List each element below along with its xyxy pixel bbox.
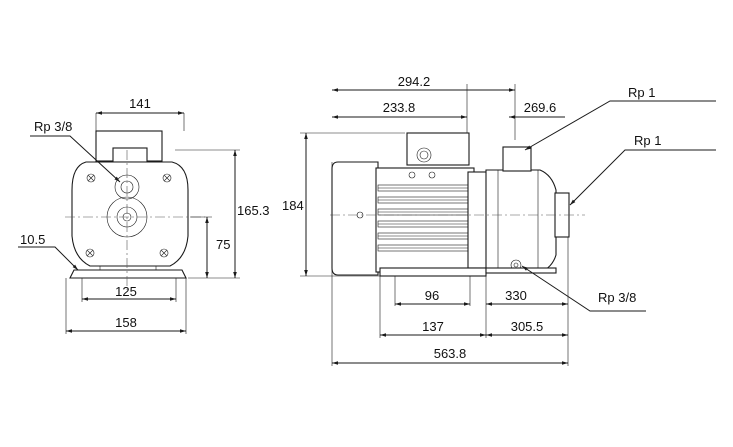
dim-front-foot-outer: 158	[115, 315, 137, 330]
side-terminal-box	[406, 132, 470, 166]
side-motor	[375, 167, 475, 273]
label-side-drain-port: Rp 3/8	[598, 290, 636, 305]
dim-side-overall-top: 294.2	[398, 74, 431, 89]
dim-side-motor-to-outlet: 233.8	[383, 100, 416, 115]
dim-side-overall-length: 563.8	[434, 346, 467, 361]
dim-side-foot-span: 137	[422, 319, 444, 334]
front-view: 141 165.3 75 125 158 10.5 Rp 3/8	[18, 96, 270, 334]
dim-side-height: 184	[282, 198, 304, 213]
dim-side-outlet-offset: 269.6	[524, 100, 557, 115]
label-front-drain-port: Rp 3/8	[34, 119, 72, 134]
side-foot	[379, 267, 487, 277]
side-outlet	[502, 146, 532, 172]
dim-side-foot-to-base: 96	[425, 288, 439, 303]
dim-front-height: 165.3	[237, 203, 270, 218]
label-side-inlet-port: Rp 1	[634, 133, 661, 148]
side-view: 294.2 233.8 269.6 184 96 330 137 305.5 5…	[282, 74, 716, 366]
front-foot	[69, 269, 187, 279]
dim-front-width: 141	[129, 96, 151, 111]
dim-front-shaft-height: 75	[216, 237, 230, 252]
side-fan-cover	[331, 161, 379, 276]
dim-front-foot-thickness: 10.5	[20, 232, 45, 247]
dim-side-base-length: 305.5	[511, 319, 544, 334]
dim-side-base-right: 330	[505, 288, 527, 303]
dim-front-foot-inner: 125	[115, 284, 137, 299]
side-pump-housing	[485, 169, 557, 273]
label-side-outlet-port: Rp 1	[628, 85, 655, 100]
